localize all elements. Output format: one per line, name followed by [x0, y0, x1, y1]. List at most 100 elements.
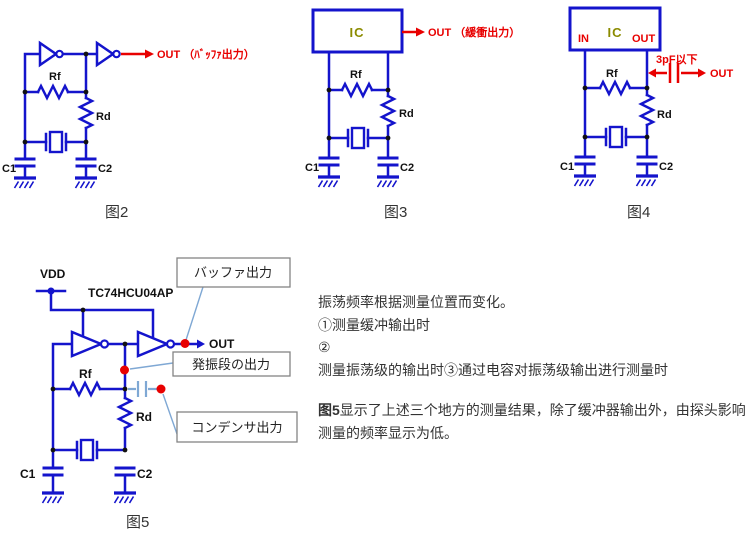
probe-point-buffer [180, 339, 190, 348]
capacitor-c1 [42, 466, 64, 477]
left-arrow-icon [648, 68, 656, 78]
junction-dot [644, 85, 650, 91]
rd-label: Rd [657, 109, 672, 121]
c1-label: C1 [20, 467, 36, 481]
junction-dot [83, 89, 89, 95]
resistor-rd [380, 94, 396, 128]
callout-oscillator-label: 発振段の出力 [192, 357, 270, 372]
resistor-rf [598, 80, 632, 96]
figure3-caption: 图3 [384, 204, 407, 221]
crystal-icon [44, 130, 68, 154]
capacitor-c1 [574, 155, 596, 166]
junction-dot [582, 85, 588, 91]
text-line-1: 振荡频率根据测量位置而变化。 [318, 294, 514, 310]
ground-icon [375, 175, 401, 189]
c2-label: C2 [137, 467, 153, 481]
c2-label: C2 [400, 162, 414, 174]
figure5-caption: 图5 [126, 514, 149, 531]
callout-box-oscillator [172, 351, 291, 377]
rd-label: Rd [399, 108, 414, 120]
c1-label: C1 [305, 162, 319, 174]
callout-box-buffer [176, 257, 291, 288]
figure3-circuit: IC OUT （緩衝出力） Rf Rd C1 C2 图3 [305, 8, 520, 221]
fig4-out-label: OUT [710, 68, 734, 80]
ground-icon [112, 491, 138, 505]
rd-label: Rd [136, 410, 152, 424]
figure2-circuit: OUT （ﾊﾞｯﾌｧ出力） Rf Rd C1 C2 图2 [2, 41, 255, 221]
fig2-out-label: OUT （ﾊﾞｯﾌｧ出力） [157, 47, 255, 61]
junction-dot [122, 447, 128, 453]
out-arrow-icon [197, 339, 205, 349]
figure2-caption: 图2 [105, 204, 128, 221]
probe-point-oscillator [120, 365, 129, 375]
vdd-node-dot [47, 287, 55, 295]
c1-label: C1 [560, 161, 574, 173]
probe-capacitor-red [648, 63, 706, 83]
capacitor-c2 [636, 155, 658, 166]
c2-label: C2 [659, 161, 673, 173]
ground-icon [40, 491, 66, 505]
text-paragraph-2-line1: 显示了上述三个地方的测量结果，除了缓冲器输出外，由探头影响 [339, 402, 746, 418]
resistor-rf [68, 381, 102, 397]
junction-dot [644, 134, 650, 140]
resistor-rd [78, 96, 94, 130]
ic-in-pin-label: IN [578, 33, 589, 45]
wires [327, 163, 390, 178]
callout-capacitor-label: コンデンサ出力 [191, 420, 282, 435]
capacitor-c2 [377, 156, 399, 167]
wires [35, 289, 199, 494]
callout-buffer-label: バッファ出力 [194, 265, 272, 280]
probe-point-capacitor [156, 384, 166, 394]
junction-dot [83, 139, 89, 145]
junction-dot [582, 134, 588, 140]
probe-capacitor-lightblue [128, 381, 157, 397]
junction-dot [122, 386, 128, 392]
ground-icon [12, 176, 38, 190]
ground-icon [73, 176, 99, 190]
junction-dot [22, 139, 28, 145]
junction-dot [83, 51, 89, 57]
capacitor-c2 [114, 466, 136, 477]
capacitor-c2 [75, 157, 97, 168]
rd-label: Rd [96, 111, 111, 123]
resistor-rf [36, 84, 70, 100]
rf-label: Rf [350, 69, 362, 81]
callout-box-capacitor [176, 411, 298, 443]
figure5-reference: 图5 [318, 402, 340, 418]
junction-dot [326, 135, 332, 141]
inverter-icon [136, 330, 176, 358]
leader-line [162, 393, 178, 435]
resistor-rd [117, 396, 133, 430]
junction-dot [385, 87, 391, 93]
ic-out-pin-label: OUT [632, 33, 656, 45]
junction-dot [50, 447, 56, 453]
resistor-rf [340, 82, 374, 98]
ic-box [568, 6, 662, 52]
junction-dot [80, 307, 86, 313]
ic-box [311, 8, 404, 54]
junction-dot [122, 341, 128, 347]
ic-label: IC [608, 25, 623, 40]
fig5-out-label: OUT [209, 337, 235, 351]
text-line-3: ② [318, 339, 331, 355]
inverter-icon [95, 41, 121, 67]
vdd-label: VDD [40, 267, 66, 281]
figure5-circuit: VDD TC74HCU04AP OUT Rf Rd [20, 257, 298, 531]
rf-label: Rf [49, 71, 61, 83]
out-arrow-icon [416, 27, 425, 37]
fig3-out-label: OUT （緩衝出力） [428, 25, 520, 39]
text-paragraph-2: 图5显示了上述三个地方的测量结果，除了缓冲器输出外，由探头影响测量的频率显示为低… [318, 399, 749, 445]
capacitor-plates [668, 63, 680, 83]
resistor-rd [639, 93, 655, 127]
c2-label: C2 [98, 163, 112, 175]
leader-line [185, 286, 204, 341]
text-line-4: 测量振荡级的输出时③通过电容对振荡级输出进行测量时 [318, 361, 668, 378]
ground-icon [572, 174, 598, 188]
crystal-icon [75, 438, 99, 462]
leader-line [129, 362, 174, 370]
figure4-circuit: IN IC OUT 3pF以下 OUT Rf Rd C1 C2 图4 [560, 6, 734, 221]
out-arrow-icon [145, 49, 154, 59]
cap-note-label: 3pF以下 [656, 53, 698, 66]
capacitor-c1 [14, 157, 36, 168]
